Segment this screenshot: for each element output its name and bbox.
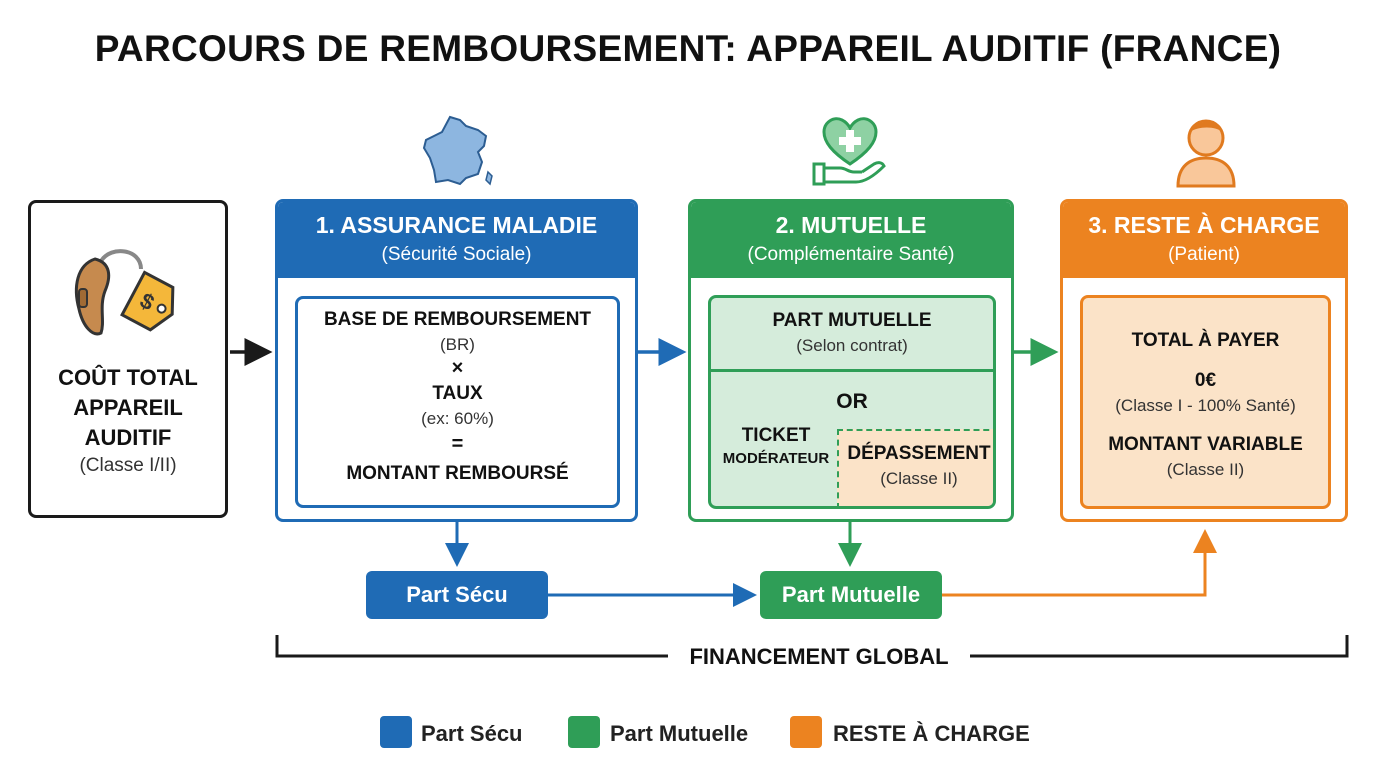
reste-variable-sub: (Classe II) — [1166, 460, 1245, 479]
page-title: PARCOURS DE REMBOURSEMENT: APPAREIL AUDI… — [94, 28, 1282, 69]
part-secu-pill: Part Sécu — [366, 571, 548, 619]
mutuelle-part: PART MUTUELLE — [772, 310, 932, 331]
mutuelle-stage: 2. MUTUELLE (Complémentaire Santé) PART … — [688, 199, 1014, 522]
mutuelle-or: OR — [836, 390, 868, 413]
cost-box: $ COÛT TOTAL APPAREIL AUDITIF (Classe I/… — [28, 200, 228, 518]
cost-title-line: COÛT TOTAL — [58, 365, 198, 390]
ticket-moderateur-line2: MODÉRATEUR — [722, 450, 830, 467]
reste-total: TOTAL À PAYER — [1131, 330, 1280, 351]
ticket-moderateur-line1: TICKET — [741, 425, 811, 446]
legend-swatch-reste — [790, 716, 822, 748]
reste-zero: 0€ — [1194, 370, 1217, 391]
legend-label-reste: RESTE À CHARGE — [833, 721, 1030, 746]
arrow-part-mutuelle-to-reste — [942, 529, 1217, 597]
legend-label-secu: Part Sécu — [421, 721, 523, 746]
cost-subtitle: (Classe I/II) — [79, 455, 177, 476]
legend-swatch-secu — [380, 716, 412, 748]
depassement-box: DÉPASSEMENT (Classe II) — [837, 429, 993, 506]
financement-global-label: FINANCEMENT GLOBAL — [689, 644, 949, 669]
depassement-label: DÉPASSEMENT — [847, 443, 991, 464]
secu-formula-box: BASE DE REMBOURSEMENT (BR) × TAUX (ex: 6… — [295, 296, 620, 508]
reste-variable: MONTANT VARIABLE — [1108, 434, 1303, 455]
secu-title: 1. ASSURANCE MALADIE — [315, 212, 598, 238]
reste-zero-sub: (Classe I - 100% Santé) — [1115, 396, 1296, 415]
legend-label-mutuelle: Part Mutuelle — [610, 721, 749, 746]
formula-base: BASE DE REMBOURSEMENT — [323, 309, 592, 330]
reste-header: 3. RESTE À CHARGE (Patient) — [1063, 202, 1345, 278]
global-bracket-right — [970, 635, 1349, 658]
global-bracket-left — [275, 635, 668, 658]
formula-result: MONTANT REMBOURSÉ — [346, 463, 569, 484]
part-mutuelle-pill: Part Mutuelle — [760, 571, 942, 619]
mutuelle-header: 2. MUTUELLE (Complémentaire Santé) — [691, 202, 1011, 278]
formula-times: × — [451, 357, 464, 379]
heart-hand-icon — [812, 117, 886, 186]
mutuelle-part-sub: (Selon contrat) — [796, 336, 908, 355]
formula-base-abbr: (BR) — [440, 335, 475, 354]
france-map-icon — [422, 115, 493, 186]
person-icon — [1176, 119, 1236, 188]
reste-detail-box: TOTAL À PAYER 0€ (Classe I - 100% Santé)… — [1080, 295, 1331, 509]
mutuelle-divider — [711, 369, 993, 372]
mutuelle-subtitle: (Complémentaire Santé) — [747, 244, 955, 265]
secu-stage: 1. ASSURANCE MALADIE (Sécurité Sociale) … — [275, 199, 638, 522]
formula-rate-example: (ex: 60%) — [421, 409, 494, 428]
cost-title-line: AUDITIF — [84, 425, 172, 450]
hearing-aid-price-tag-icon: $ — [74, 249, 175, 336]
legend-swatch-mutuelle — [568, 716, 600, 748]
secu-subtitle: (Sécurité Sociale) — [381, 244, 532, 265]
mutuelle-detail-box: PART MUTUELLE (Selon contrat) OR TICKET … — [708, 295, 996, 509]
reste-title: 3. RESTE À CHARGE — [1088, 212, 1320, 238]
mutuelle-title: 2. MUTUELLE — [775, 212, 927, 238]
reste-stage: 3. RESTE À CHARGE (Patient) TOTAL À PAYE… — [1060, 199, 1348, 522]
reste-subtitle: (Patient) — [1168, 244, 1240, 265]
legend: Part Sécu Part Mutuelle RESTE À CHARGE — [380, 716, 1376, 756]
depassement-sub: (Classe II) — [880, 469, 958, 488]
formula-rate: TAUX — [432, 383, 483, 404]
secu-header: 1. ASSURANCE MALADIE (Sécurité Sociale) — [278, 202, 635, 278]
formula-equals: = — [451, 433, 464, 455]
cost-title-line: APPAREIL — [73, 395, 183, 420]
